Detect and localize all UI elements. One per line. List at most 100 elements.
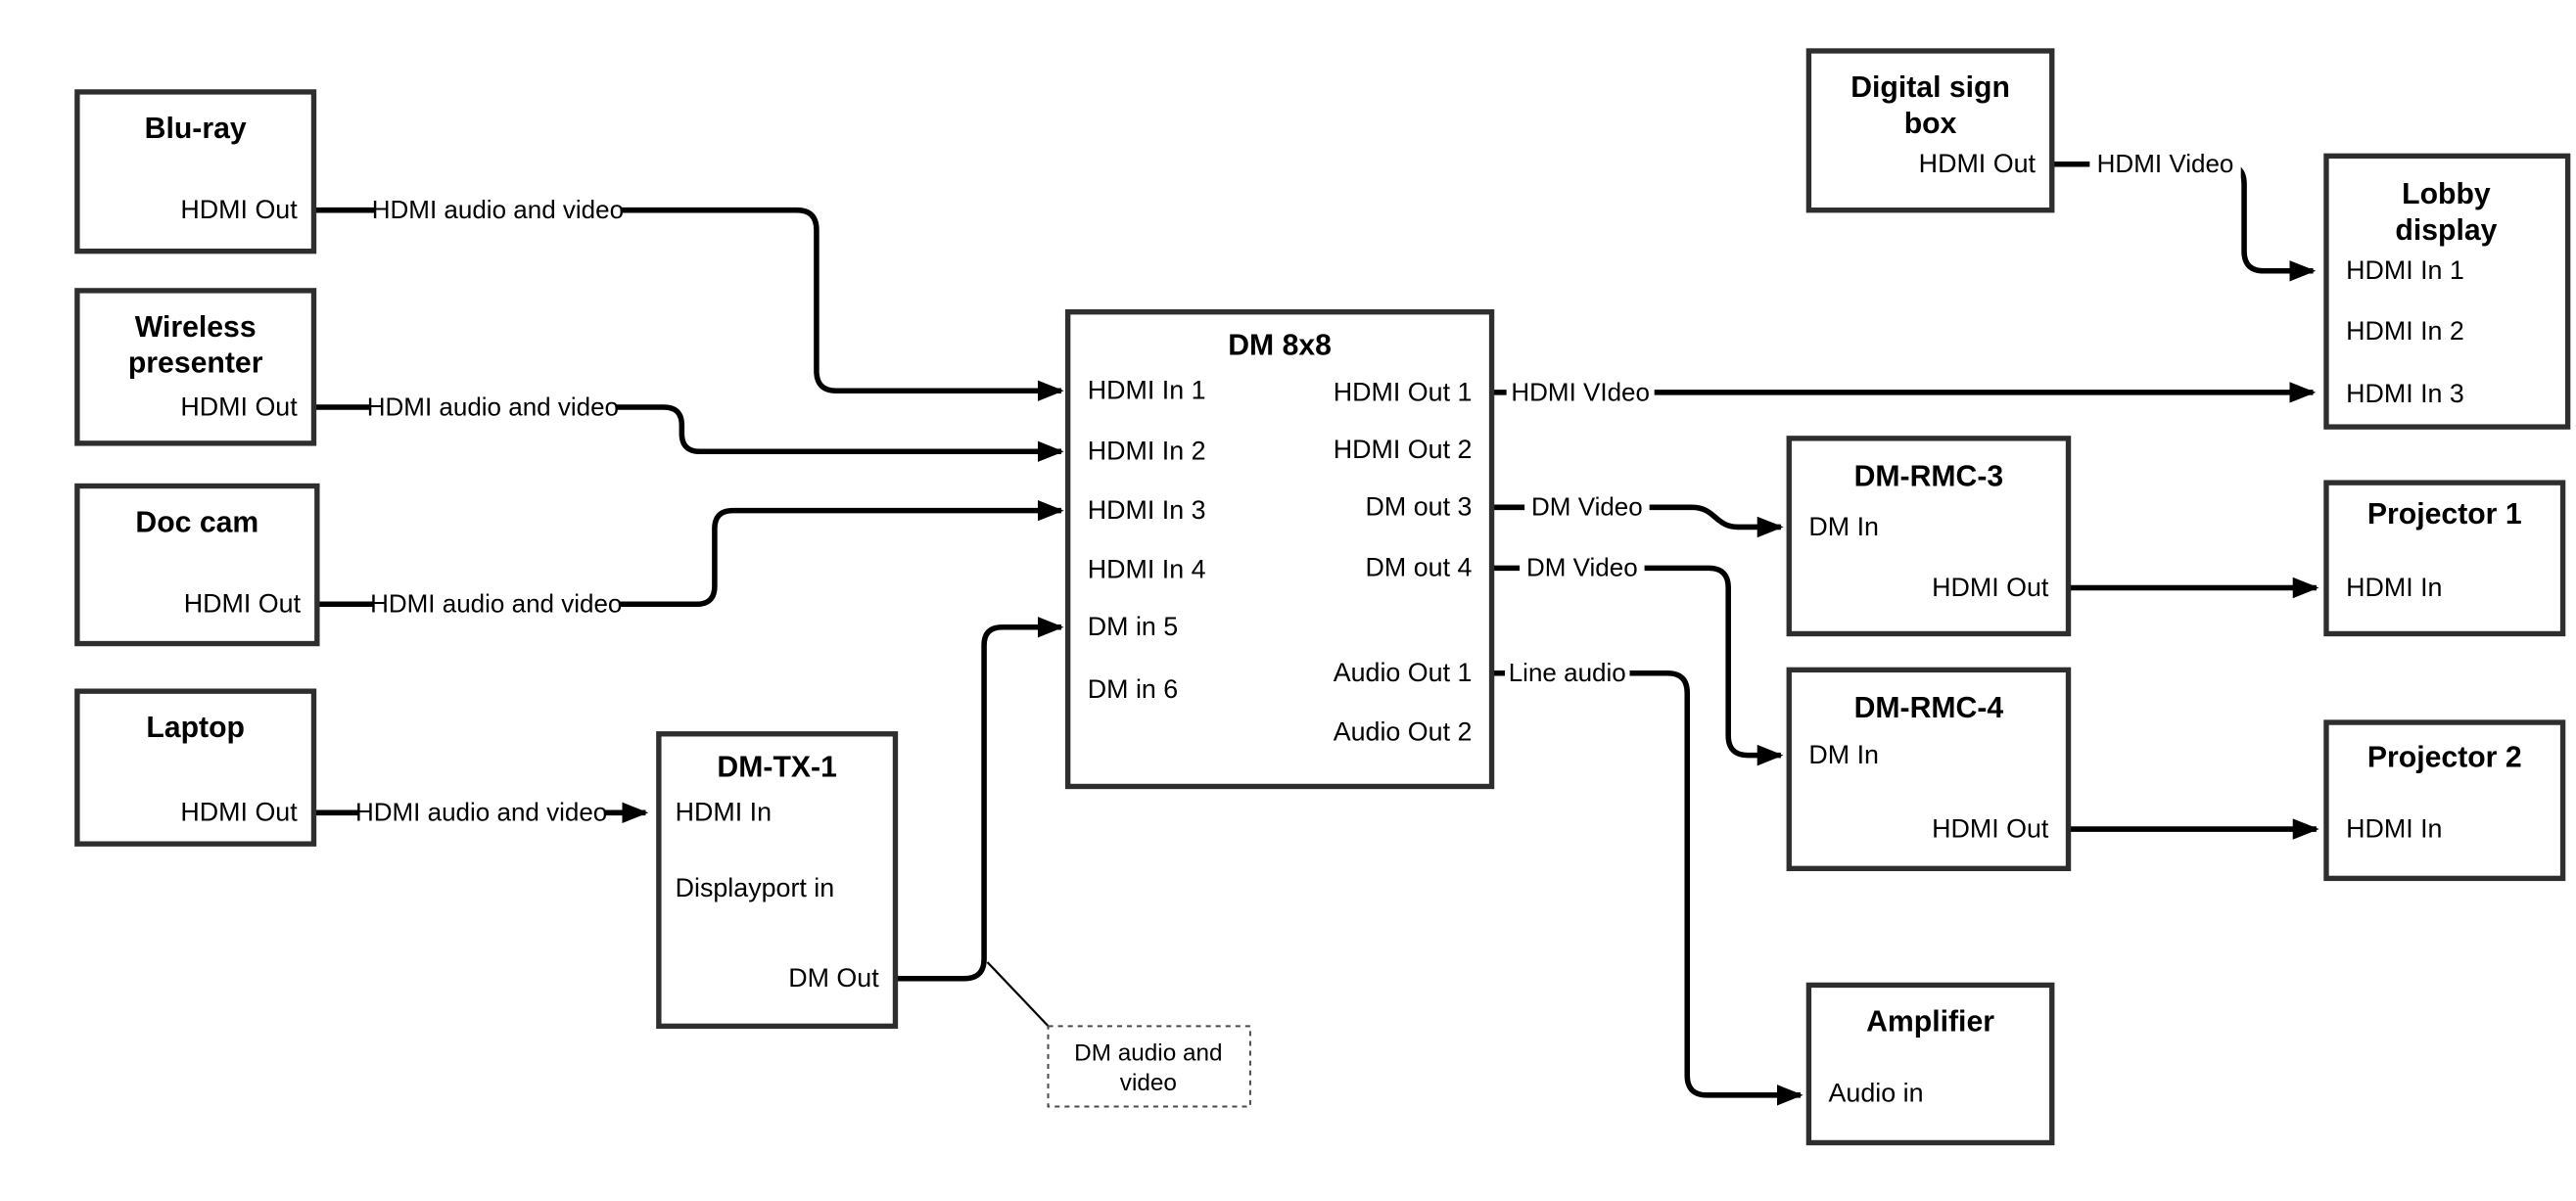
dm-8x8-title: DM 8x8 xyxy=(1228,329,1332,361)
dm-8x8-port-hdmi-out-2: HDMI Out 2 xyxy=(1334,435,1473,464)
digital-sign-box-port-hdmi-out: HDMI Out xyxy=(1919,149,2037,178)
dm-8x8-port-hdmi-in-3: HDMI In 3 xyxy=(1088,495,1206,525)
wire-label-hdmi-video-digitalsign: HDMI Video xyxy=(2097,149,2234,178)
wire-dm8x8-out4-to-dmrmc4 xyxy=(1491,565,1784,766)
node-dm-rmc-3: DM-RMC-3 DM In HDMI Out xyxy=(1786,436,2072,637)
dm-8x8-port-hdmi-in-4: HDMI In 4 xyxy=(1088,554,1206,583)
dm-8x8-port-dm-out-3: DM out 3 xyxy=(1366,492,1473,522)
wire-label-dm-video-out4: DM Video xyxy=(1526,553,1638,582)
dm-8x8-port-audio-out-1: Audio Out 1 xyxy=(1334,658,1473,687)
note-leader-line xyxy=(986,961,1053,1031)
node-wireless-presenter: Wireless presenter HDMI Out xyxy=(74,288,317,446)
laptop-box xyxy=(74,688,317,847)
doc-cam-port-hdmi-out: HDMI Out xyxy=(184,589,302,619)
dm-rmc-4-title: DM-RMC-4 xyxy=(1854,692,2004,724)
projector-1-port-hdmi-in: HDMI In xyxy=(2346,573,2442,602)
wireless-presenter-title-line1: Wireless xyxy=(135,311,257,344)
wire-label-laptop: HDMI audio and video xyxy=(355,798,607,827)
wire-label-hdmi-video-out1: HDMI VIdeo xyxy=(1511,377,1650,406)
node-laptop: Laptop HDMI Out xyxy=(74,688,317,847)
node-lobby-display: Lobby display HDMI In 1 HDMI In 2 HDMI I… xyxy=(2323,153,2571,430)
node-dm-rmc-4: DM-RMC-4 DM In HDMI Out xyxy=(1786,667,2072,872)
dm-rmc-3-port-hdmi-out: HDMI Out xyxy=(1932,573,2049,602)
label-bg xyxy=(1520,551,1645,585)
label-bg xyxy=(1524,490,1650,525)
dm-8x8-port-hdmi-in-2: HDMI In 2 xyxy=(1088,437,1206,466)
projector-2-port-hdmi-in: HDMI In xyxy=(2346,813,2442,843)
dm-rmc-4-port-dm-in: DM In xyxy=(1808,740,1879,769)
digital-sign-box-title-line1: Digital sign xyxy=(1850,71,2010,104)
dm-tx-1-box xyxy=(656,731,899,1030)
wire-dm8x8-out3-to-dmrmc3 xyxy=(1491,504,1784,538)
laptop-title: Laptop xyxy=(146,712,245,744)
dm-8x8-port-hdmi-in-1: HDMI In 1 xyxy=(1088,376,1206,405)
projector-1-title: Projector 1 xyxy=(2367,498,2522,531)
lobby-display-box xyxy=(2323,153,2571,430)
label-bg xyxy=(369,391,617,424)
wire-dm8x8-audio1-to-amplifier xyxy=(1491,670,1803,1106)
wire-label-line-audio: Line audio xyxy=(1509,658,1626,687)
label-bg xyxy=(1504,656,1630,690)
node-bluray: Blu-ray HDMI Out xyxy=(74,89,317,254)
wire-labels: HDMI audio and video HDMI audio and vide… xyxy=(355,147,2241,830)
bluray-title: Blu-ray xyxy=(145,113,247,145)
dm-rmc-3-title: DM-RMC-3 xyxy=(1854,461,2004,493)
amplifier-box xyxy=(1805,982,2055,1146)
digital-sign-box-box xyxy=(1805,48,2055,213)
doc-cam-title: Doc cam xyxy=(135,506,258,538)
node-dm-8x8: DM 8x8 HDMI In 1 HDMI In 2 HDMI In 3 HDM… xyxy=(1064,309,1495,790)
dm-8x8-box xyxy=(1064,309,1495,790)
wire-label-wireless: HDMI audio and video xyxy=(367,392,619,421)
wireless-presenter-port-hdmi-out: HDMI Out xyxy=(180,392,298,421)
wire-label-doccam: HDMI audio and video xyxy=(370,589,622,619)
node-dm-tx-1: DM-TX-1 HDMI In Displayport in DM Out xyxy=(656,731,899,1030)
wire-doccam-to-dm8x8-in3 xyxy=(316,499,1064,608)
note-text-line2: video xyxy=(1120,1070,1177,1096)
dm-8x8-port-dm-out-4: DM out 4 xyxy=(1366,553,1473,582)
node-digital-sign-box: Digital sign box HDMI Out xyxy=(1805,48,2055,213)
wire-wireless-to-dm8x8-in2 xyxy=(313,404,1064,463)
lobby-display-title-line2: display xyxy=(2395,214,2497,247)
wire-bluray-to-dm8x8-in1 xyxy=(313,207,1064,401)
dm-rmc-4-port-hdmi-out: HDMI Out xyxy=(1932,813,2049,843)
laptop-port-hdmi-out: HDMI Out xyxy=(180,798,298,827)
lobby-display-port-hdmi-in-2: HDMI In 2 xyxy=(2346,316,2464,346)
projector-2-title: Projector 2 xyxy=(2367,741,2522,773)
amplifier-title: Amplifier xyxy=(1866,1005,1994,1038)
wireless-presenter-box xyxy=(74,288,317,446)
dm-8x8-port-dm-in-6: DM in 6 xyxy=(1088,674,1178,704)
lobby-display-port-hdmi-in-3: HDMI In 3 xyxy=(2346,379,2464,408)
amplifier-port-audio-in: Audio in xyxy=(1829,1079,1924,1108)
wireless-presenter-title-line2: presenter xyxy=(128,347,263,380)
node-doc-cam: Doc cam HDMI Out xyxy=(74,483,320,647)
note-dm-audio-and-video: DM audio and video xyxy=(1047,1025,1251,1108)
digital-sign-box-title-line2: box xyxy=(1904,108,1957,140)
note-text-line1: DM audio and xyxy=(1074,1040,1222,1067)
label-bg xyxy=(357,796,605,830)
dm-tx-1-port-hdmi-in: HDMI In xyxy=(676,798,772,827)
dm-tx-1-title: DM-TX-1 xyxy=(717,751,836,783)
dm-8x8-port-hdmi-out-1: HDMI Out 1 xyxy=(1334,377,1473,406)
bluray-box xyxy=(74,89,317,254)
lobby-display-title-line1: Lobby xyxy=(2402,178,2491,210)
dm-rmc-3-port-dm-in: DM In xyxy=(1808,512,1879,541)
dm-8x8-port-dm-in-5: DM in 5 xyxy=(1088,612,1178,641)
dm-rmc-3-box xyxy=(1786,436,2072,637)
dm-8x8-port-audio-out-2: Audio Out 2 xyxy=(1334,717,1473,747)
node-amplifier: Amplifier Audio in xyxy=(1805,982,2055,1146)
label-bg xyxy=(1506,376,1655,409)
lobby-display-port-hdmi-in-1: HDMI In 1 xyxy=(2346,255,2464,285)
dm-tx-1-port-dm-out: DM Out xyxy=(788,963,879,993)
label-bg xyxy=(372,587,620,622)
dm-rmc-4-box xyxy=(1786,667,2072,872)
wire-label-dm-video-out3: DM Video xyxy=(1531,492,1643,522)
node-projector-2: Projector 2 HDMI In xyxy=(2323,719,2566,882)
wire-dmtx1-to-dm8x8-in5 xyxy=(895,617,1064,982)
node-projector-1: Projector 1 HDMI In xyxy=(2323,480,2566,637)
doc-cam-box xyxy=(74,483,320,647)
bluray-port-hdmi-out: HDMI Out xyxy=(180,195,298,224)
label-bg xyxy=(2089,147,2241,181)
wire-label-bluray: HDMI audio and video xyxy=(372,195,624,224)
